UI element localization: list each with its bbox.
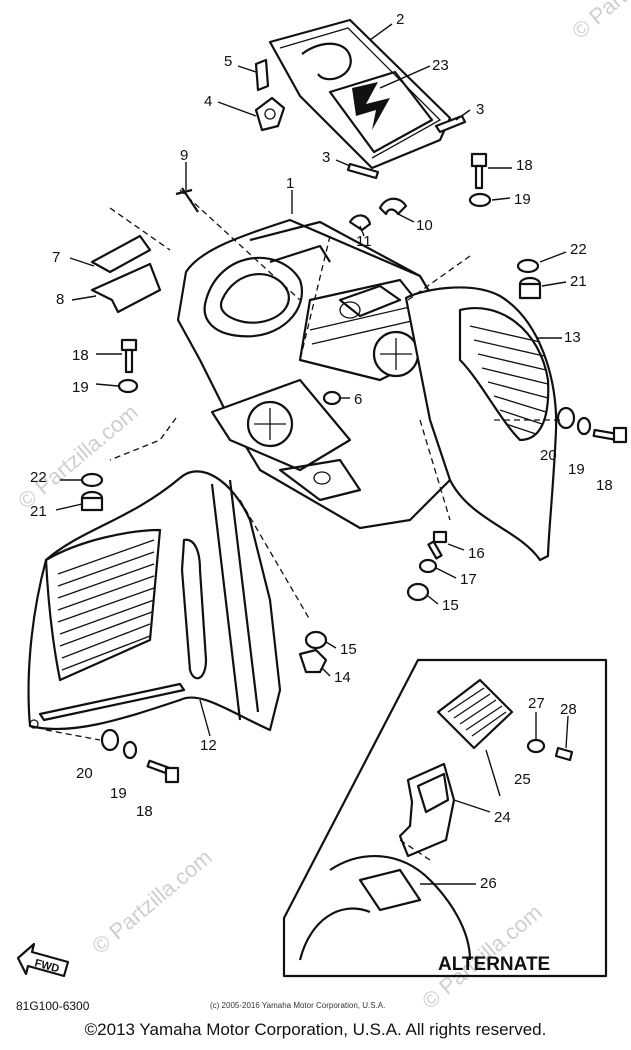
part-3-pin-right (434, 114, 467, 134)
callout-20-bottom: 20 (76, 765, 93, 782)
callout-19-right: 19 (568, 461, 585, 478)
part-13-right-cover (404, 286, 558, 562)
part-4-5-bracket (254, 58, 286, 132)
callout-3-right: 3 (476, 101, 484, 118)
callout-19-left: 19 (72, 379, 89, 396)
part-24-duct (398, 762, 456, 858)
callout-21-right: 21 (570, 273, 587, 290)
callout-18-bottom: 18 (136, 803, 153, 820)
callout-6: 6 (354, 391, 362, 408)
part-10-clip (378, 197, 408, 216)
alternate-label: ALTERNATE (438, 954, 550, 975)
callout-19-upper: 19 (514, 191, 531, 208)
callout-2: 2 (396, 11, 404, 28)
part-18-bolt-bottom (146, 759, 180, 784)
diagram-code: 81G100-6300 (16, 999, 90, 1013)
part-9-wire (175, 187, 199, 213)
part-20-washer-right (556, 406, 576, 430)
callout-18-upper: 18 (516, 157, 533, 174)
part-18-bolt-upper (470, 152, 488, 190)
callout-8: 8 (56, 291, 64, 308)
part-19-washer-bottom (122, 740, 138, 760)
part-19-washer-right (576, 416, 592, 436)
part-3-pin-left (346, 162, 380, 180)
callout-22-left: 22 (30, 469, 47, 486)
part-18-bolt-right (592, 426, 628, 444)
callout-24: 24 (494, 809, 511, 826)
part-19-washer-upper (468, 192, 492, 208)
part-15-grommet-lower (304, 630, 328, 650)
callout-17: 17 (460, 571, 477, 588)
callout-14: 14 (334, 669, 351, 686)
callout-16: 16 (468, 545, 485, 562)
fwd-arrow: FWD (16, 942, 70, 978)
part-22-grommet-left (80, 472, 104, 488)
callout-15-lower: 15 (340, 641, 357, 658)
part-14-nut (298, 648, 328, 674)
part-1-dash-body (176, 218, 472, 530)
callout-11: 11 (356, 233, 372, 250)
callout-13: 13 (564, 329, 581, 346)
watermark-top-right: © Partzilla.com (567, 0, 631, 44)
callout-21-left: 21 (30, 503, 47, 520)
callout-5: 5 (224, 53, 232, 70)
part-7-bracket (90, 234, 152, 274)
callout-10: 10 (416, 217, 433, 234)
callout-20-right: 20 (540, 447, 557, 464)
callout-15-right: 15 (442, 597, 459, 614)
part-22-grommet-right (516, 258, 540, 274)
part-28-screw (554, 746, 574, 762)
callout-28: 28 (560, 701, 577, 718)
part-16-bolt-center (427, 530, 448, 560)
alternate-inset (282, 658, 608, 978)
part-21-collar-left (80, 490, 104, 512)
leader-lines (45, 23, 569, 885)
callout-9: 9 (180, 147, 188, 164)
callout-22-right: 22 (570, 241, 587, 258)
callout-18-left: 18 (72, 347, 89, 364)
part-8-bracket (90, 262, 162, 314)
callout-1: 1 (286, 175, 294, 192)
callout-19-bottom: 19 (110, 785, 127, 802)
callout-12: 12 (200, 737, 217, 754)
part-27-collar (526, 738, 546, 754)
part-19-washer-left (117, 378, 139, 394)
callout-23: 23 (432, 57, 449, 74)
part-11-clip (348, 214, 372, 232)
part-6-nut (322, 390, 342, 406)
part-17-washer-center (418, 558, 438, 574)
callout-3-left: 3 (322, 149, 330, 166)
callout-25: 25 (514, 771, 531, 788)
part-15-grommet-right (406, 582, 430, 602)
small-copyright: (c) 2005-2016 Yamaha Motor Corporation, … (210, 1001, 385, 1010)
callout-7: 7 (52, 249, 60, 266)
callouts: 1 2 3 3 4 5 6 7 8 9 10 11 12 13 14 15 15… (30, 11, 613, 892)
callout-18-right: 18 (596, 477, 613, 494)
callout-26: 26 (480, 875, 497, 892)
part-26-housing (329, 854, 472, 961)
part-12-left-cover (27, 470, 282, 732)
watermark-bottom-left: © Partzilla.com (87, 844, 217, 958)
part-2-emblem-panel (268, 18, 452, 170)
part-20-washer-bottom (100, 728, 120, 752)
callout-27: 27 (528, 695, 545, 712)
footer-copyright: ©2013 Yamaha Motor Corporation, U.S.A. A… (84, 1020, 547, 1039)
callout-4: 4 (204, 93, 212, 110)
part-21-collar-right (518, 276, 542, 300)
watermark-left: © Partzilla.com (13, 399, 143, 513)
part-18-bolt-left (120, 338, 138, 374)
